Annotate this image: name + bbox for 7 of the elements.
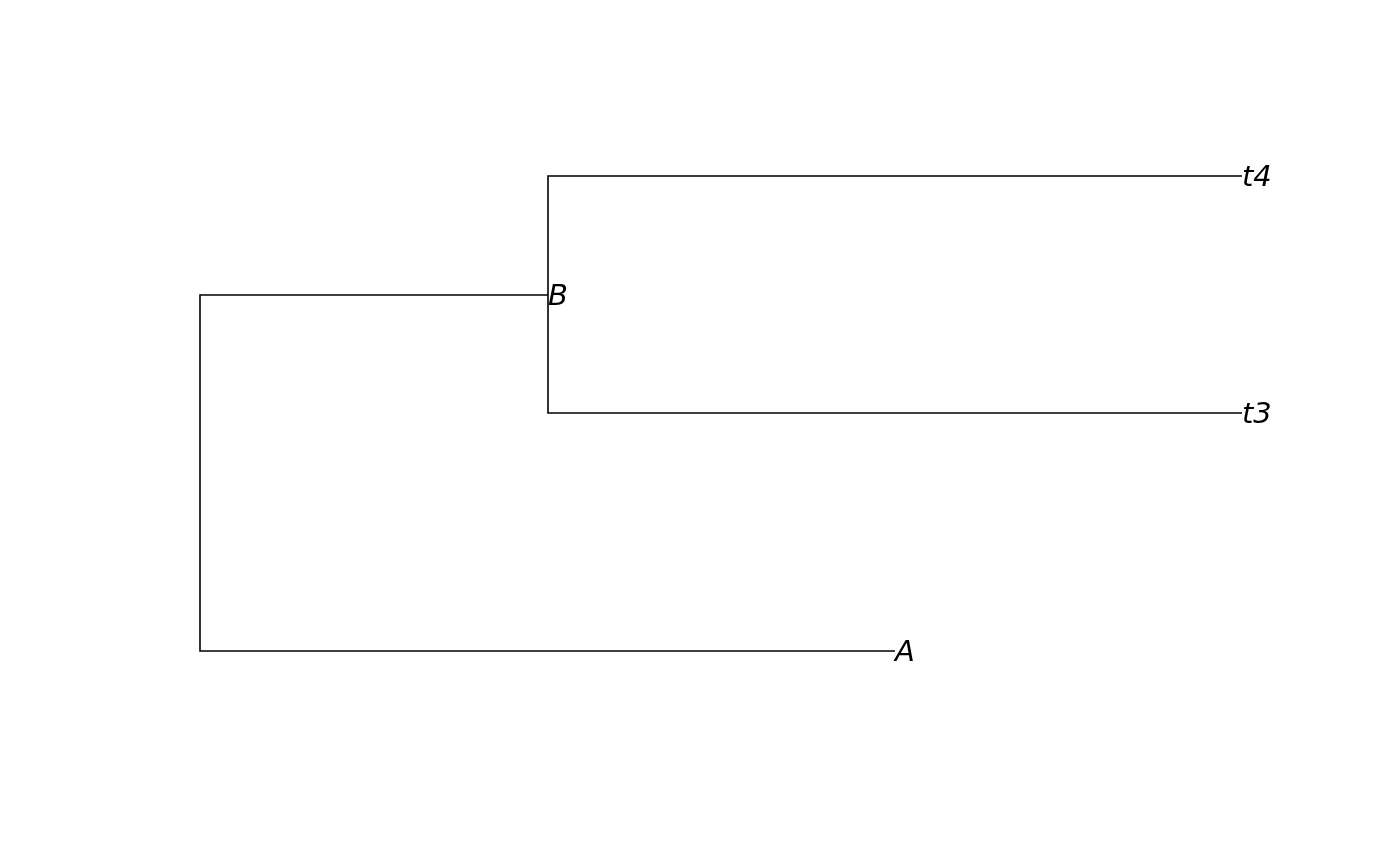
taxon-label: B — [548, 278, 568, 312]
taxon-label: t4 — [1242, 159, 1272, 193]
tree-branch — [547, 294, 1243, 414]
tree-branch — [199, 294, 896, 652]
taxon-label: t3 — [1242, 396, 1272, 430]
tree-branch — [547, 175, 1243, 296]
taxon-label: A — [895, 634, 915, 668]
